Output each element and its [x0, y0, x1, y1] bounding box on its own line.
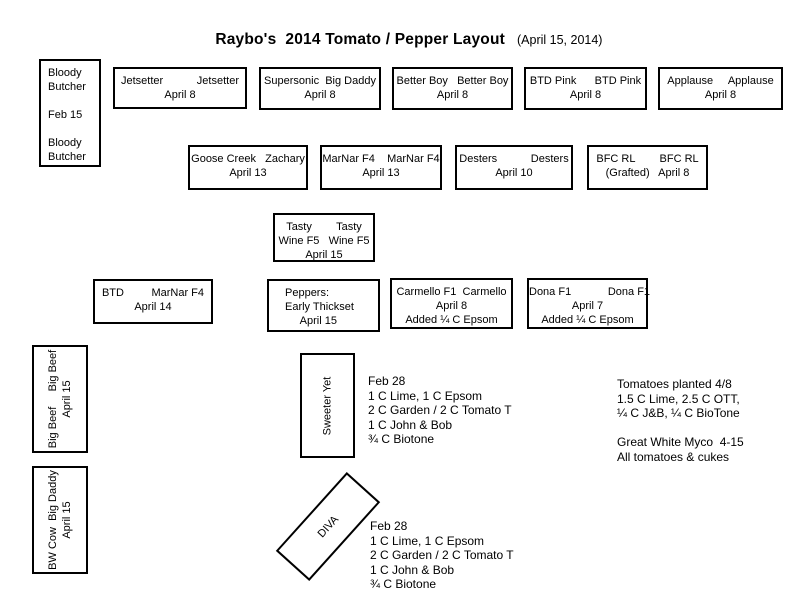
text-line: Jetsetter Jetsetter	[121, 75, 239, 87]
text-line: BFC RL BFC RL	[596, 153, 699, 165]
text-line: Added ¼ C Epsom	[405, 314, 498, 326]
text-line: Feb 28	[368, 374, 406, 388]
text-line: Big Beef Big Beef	[47, 349, 60, 449]
text-line: All tomatoes & cukes	[617, 449, 730, 464]
title-text: Raybo's 2014 Tomato / Pepper Layout	[215, 31, 505, 48]
text-line: Carmello F1 Carmello	[396, 286, 507, 298]
text-line: Butcher	[48, 81, 86, 93]
text-line: April 10	[495, 167, 533, 179]
bed-sweeter-yet: Sweeter Yet	[300, 353, 355, 458]
bed-peppers-early-thickset: Peppers: Early Thickset April 15	[267, 279, 380, 332]
text-line: April 15	[61, 380, 74, 418]
text-line: Better Boy Better Boy	[396, 75, 509, 87]
text-line: Butcher	[48, 151, 86, 163]
text-line: ¾ C Biotone	[368, 432, 435, 446]
bed-diva: DIVA	[275, 472, 381, 581]
text-line: Applause Applause	[667, 75, 774, 87]
text-line: ¼ C J&B, ¼ C BioTone	[617, 406, 740, 420]
sweeter-yet-label: Sweeter Yet	[321, 376, 335, 435]
text-line: April 8	[435, 300, 468, 312]
text-line: Tasty Tasty	[286, 221, 362, 233]
text-line: BTD Pink BTD Pink	[529, 75, 642, 87]
text-line: April 8	[704, 89, 737, 101]
text-line: April 8	[304, 89, 336, 101]
text-line: April 8	[569, 89, 602, 101]
text-line: April 14	[134, 301, 172, 313]
text-line: BW Cow Big Daddy	[47, 470, 59, 570]
text-line: 2 C Garden / 2 C Tomato T	[370, 548, 514, 562]
text-line: 1 C Lime, 1 C Epsom	[370, 533, 485, 548]
text-line: April 13	[362, 167, 400, 179]
text-line: Early Thickset	[285, 301, 354, 313]
title-date: (April 15, 2014)	[517, 33, 603, 47]
bed-marnar-f4: MarNar F4 MarNar F4 April 13	[320, 145, 442, 190]
text-line: April 15	[305, 249, 343, 261]
text-line: April 13	[229, 167, 267, 179]
diva-label: DIVA	[314, 513, 341, 541]
text-line: Added ¼ C Epsom	[541, 314, 634, 326]
text-line: 1 C Lime, 1 C Epsom	[368, 388, 483, 403]
text-line: Sweeter Yet	[321, 376, 334, 435]
bed-bfc-rl-grafted: BFC RL BFC RL (Grafted) April 8	[587, 145, 708, 190]
text-line: ¾ C Biotone	[370, 577, 437, 591]
text-line	[48, 122, 99, 136]
text-line: Bloody	[48, 67, 82, 79]
text-line: MarNar F4 MarNar F4	[322, 153, 440, 165]
text-line: April 15	[285, 315, 337, 327]
text-line: April 7	[571, 300, 604, 312]
text-line: DIVA	[315, 513, 341, 540]
bed-btd-marnar: BTD MarNar F4 April 14	[93, 279, 213, 324]
text-line: 1.5 C Lime, 2.5 C OTT,	[617, 391, 740, 406]
text-line: (Grafted) April 8	[605, 167, 690, 179]
text-line: Supersonic Big Daddy	[264, 75, 376, 87]
text-line: BTD MarNar F4	[101, 287, 205, 299]
text-line: Wine F5 Wine F5	[278, 235, 370, 247]
text-line	[617, 421, 744, 436]
text-line: Great White Myco 4-15	[617, 435, 744, 449]
text-line: 1 C John & Bob	[370, 562, 455, 577]
text-line: Feb 28	[370, 519, 408, 533]
text-line: Peppers:	[285, 287, 330, 299]
text-line: April 8	[164, 89, 196, 101]
text-line: Goose Creek Zachary	[191, 153, 305, 165]
page-title: Raybo's 2014 Tomato / Pepper Layout (Apri…	[0, 13, 800, 67]
text-line: 1 C John & Bob	[368, 417, 453, 432]
bed-dona-f1: Dona F1 Dona F1 April 7 Added ¼ C Epsom	[527, 278, 651, 329]
text-line: Desters Desters	[459, 153, 569, 165]
text-line: Bloody	[48, 137, 82, 149]
text-line: Tomatoes planted 4/8	[617, 377, 732, 391]
text-line: April 8	[436, 89, 469, 101]
text-line: 2 C Garden / 2 C Tomato T	[368, 403, 512, 417]
text-line: Feb 15	[48, 109, 83, 121]
text-line	[48, 94, 99, 108]
text-line: April 15	[61, 501, 73, 539]
text-line: Dona F1 Dona F1	[529, 286, 651, 298]
